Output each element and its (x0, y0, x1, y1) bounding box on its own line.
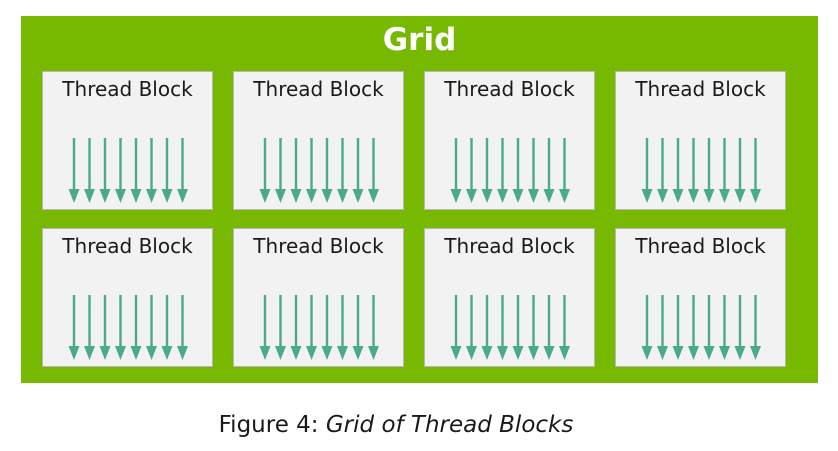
thread-arrow (84, 295, 95, 360)
thread-block: Thread Block (42, 71, 213, 210)
thread-arrow (559, 295, 570, 360)
thread-arrow (321, 138, 333, 203)
thread-block-label: Thread Block (635, 234, 766, 258)
thread-arrow (703, 138, 715, 203)
thread-arrow (84, 138, 95, 203)
thread-block: Thread Block (42, 228, 213, 367)
thread-arrow (161, 295, 173, 360)
thread-block-label: Thread Block (444, 77, 575, 101)
thread-block-label: Thread Block (635, 77, 766, 101)
thread-block: Thread Block (615, 228, 786, 367)
thread-arrows (450, 138, 570, 203)
thread-arrow (672, 295, 684, 360)
thread-arrow (734, 138, 746, 203)
thread-arrow (352, 138, 364, 203)
thread-arrow (259, 295, 271, 360)
thread-arrows (450, 295, 570, 360)
thread-arrow (450, 138, 462, 203)
thread-arrow (306, 138, 317, 203)
thread-block-label: Thread Block (253, 234, 384, 258)
thread-arrow (657, 295, 668, 360)
thread-arrow (466, 295, 477, 360)
thread-arrow (68, 295, 80, 360)
grid-container: Grid Thread Block Thread Block Thread Bl… (21, 16, 818, 383)
caption-title: Grid of Thread Blocks (325, 412, 574, 438)
thread-arrow (450, 295, 462, 360)
thread-arrow (734, 295, 746, 360)
thread-arrow (641, 295, 653, 360)
thread-arrow (115, 138, 126, 203)
thread-arrow (368, 295, 379, 360)
thread-arrow (512, 295, 524, 360)
thread-arrow (466, 138, 477, 203)
thread-arrow (275, 295, 286, 360)
thread-arrows (641, 295, 761, 360)
thread-arrow (177, 138, 188, 203)
thread-block: Thread Block (424, 228, 595, 367)
thread-arrow (177, 295, 188, 360)
thread-block-label: Thread Block (62, 234, 193, 258)
thread-arrow (481, 138, 493, 203)
thread-arrow (290, 295, 302, 360)
thread-arrow (719, 295, 730, 360)
thread-arrow (99, 295, 111, 360)
thread-arrow (99, 138, 111, 203)
thread-arrow (543, 138, 555, 203)
thread-arrows (641, 138, 761, 203)
thread-arrow (115, 295, 126, 360)
thread-arrow (352, 295, 364, 360)
thread-block: Thread Block (233, 228, 404, 367)
thread-arrow (290, 138, 302, 203)
thread-arrow (368, 138, 379, 203)
thread-arrow (275, 138, 286, 203)
thread-arrow (528, 295, 539, 360)
grid-title: Grid (382, 22, 457, 58)
thread-arrow (68, 138, 80, 203)
caption-prefix: Figure 4: (218, 412, 326, 438)
thread-arrow (497, 138, 508, 203)
thread-arrows (259, 138, 379, 203)
thread-arrow (750, 138, 761, 203)
thread-arrow (146, 138, 157, 203)
thread-arrow (543, 295, 555, 360)
thread-block-label: Thread Block (253, 77, 384, 101)
thread-arrow (703, 295, 715, 360)
thread-arrow (337, 295, 348, 360)
thread-block-label: Thread Block (444, 234, 575, 258)
thread-arrow (146, 295, 157, 360)
thread-arrow (321, 295, 333, 360)
thread-block: Thread Block (424, 71, 595, 210)
thread-block-label: Thread Block (62, 77, 193, 101)
thread-arrow (657, 138, 668, 203)
thread-arrow (497, 295, 508, 360)
thread-arrows (68, 138, 188, 203)
thread-arrow (719, 138, 730, 203)
thread-arrows (68, 295, 188, 360)
thread-arrow (688, 295, 699, 360)
thread-arrow (481, 295, 493, 360)
thread-arrow (512, 138, 524, 203)
thread-arrow (641, 138, 653, 203)
thread-block: Thread Block (233, 71, 404, 210)
thread-arrow (161, 138, 173, 203)
thread-arrow (559, 138, 570, 203)
thread-arrow (130, 295, 142, 360)
thread-arrow (750, 295, 761, 360)
thread-arrow (528, 138, 539, 203)
figure-caption: Figure 4: Grid of Thread Blocks (0, 410, 792, 440)
thread-block: Thread Block (615, 71, 786, 210)
thread-arrow (688, 138, 699, 203)
thread-arrow (337, 138, 348, 203)
thread-arrow (306, 295, 317, 360)
thread-arrows (259, 295, 379, 360)
thread-arrow (259, 138, 271, 203)
thread-arrow (130, 138, 142, 203)
thread-arrow (672, 138, 684, 203)
